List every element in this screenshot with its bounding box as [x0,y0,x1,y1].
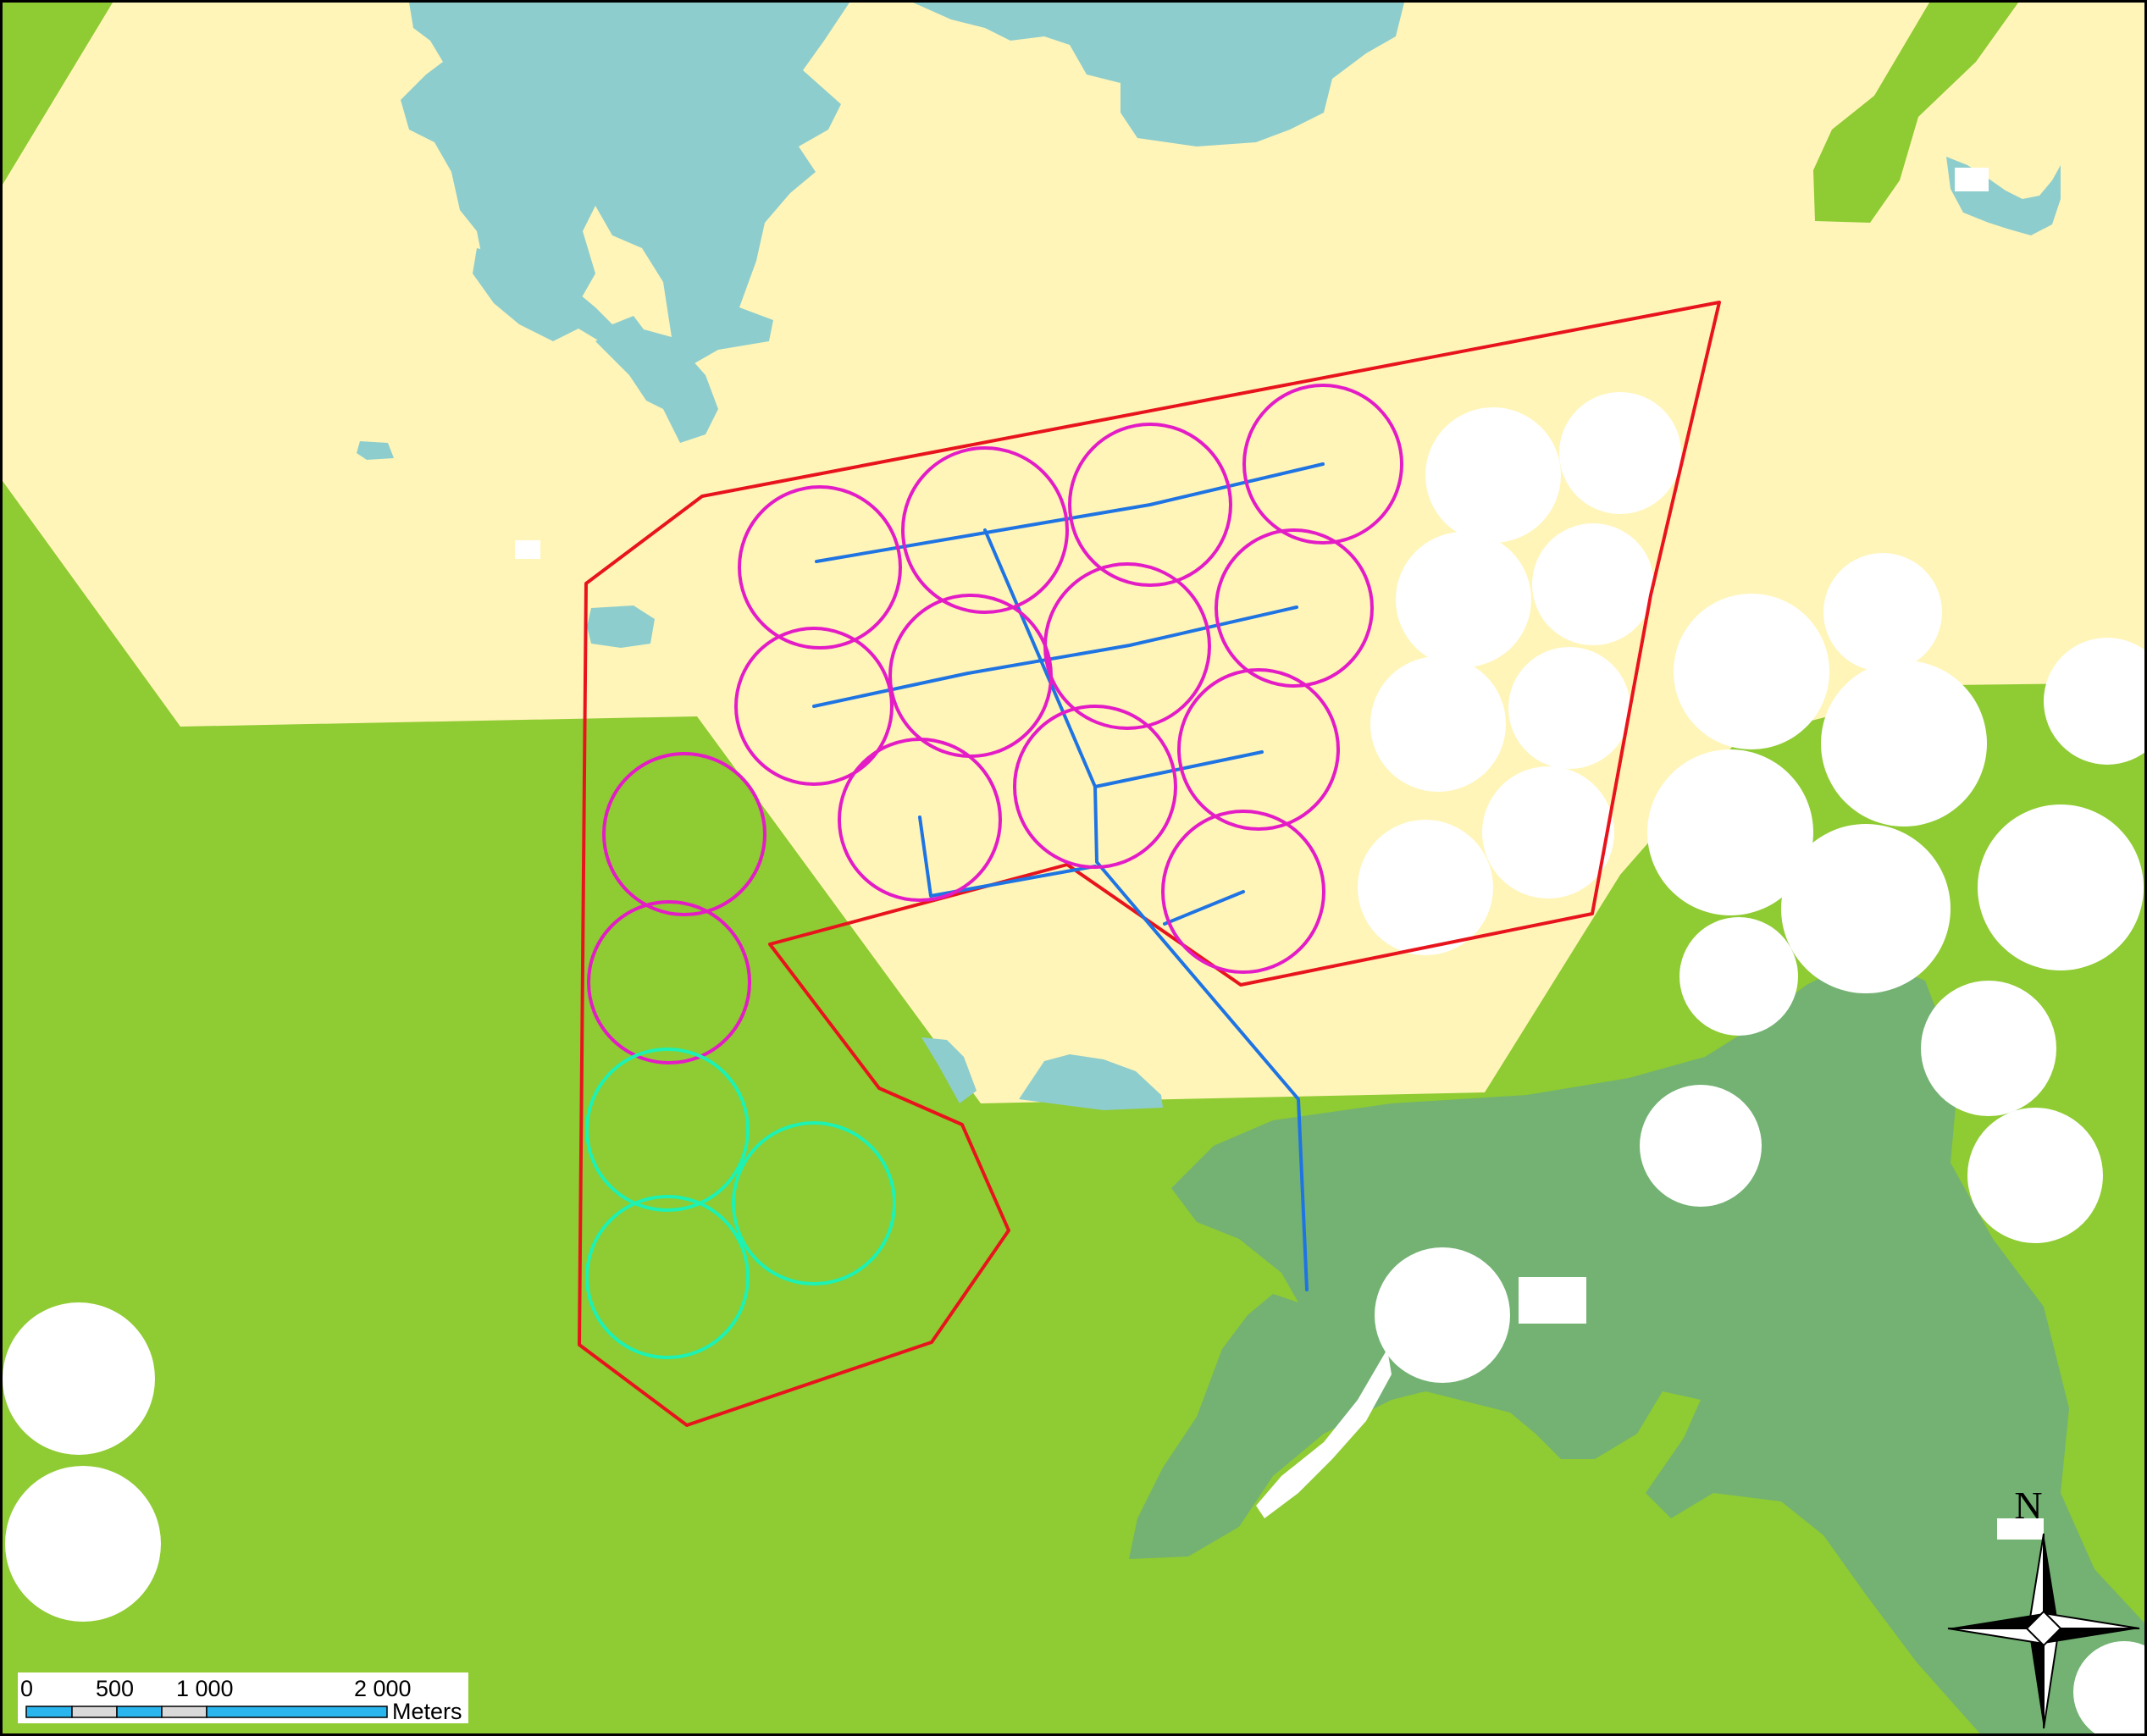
turbine-circle [738,485,902,650]
turbine-circle-alternative [585,1195,750,1359]
forest-area-north-west [3,3,113,185]
turbine-circle [1161,810,1325,974]
scale-segment [161,1706,208,1718]
cable-route [983,528,1309,1291]
project-boundary-layer [578,301,1721,1427]
clearing-area [1425,407,1561,543]
clearing-area [3,1302,155,1455]
clearing-area [1978,804,2144,970]
clearing-area [1358,820,1493,955]
lake-north-center [913,3,1404,147]
lake-north-arm [595,324,718,443]
turbine-circle [734,627,894,786]
project-boundary-north [578,301,1721,1427]
scale-label-1000: 1 000 [176,1676,234,1701]
clearing-patch [515,540,540,559]
turbine-circle [1215,528,1374,688]
clearing-area [1967,1108,2103,1243]
cable-route [1163,890,1245,926]
clearing-patch [1955,168,1989,191]
clearing-area [1508,647,1630,769]
clearing-area [2044,638,2144,765]
scale-label-2000: 2 000 [354,1676,412,1701]
pond-small-west [357,441,394,460]
pond-south-center-2 [1019,1054,1163,1110]
clearing-area [1559,392,1681,514]
north-arrow-center [2025,1610,2062,1647]
clearing-area [1823,553,1942,672]
north-arrow-east-black [2044,1628,2139,1644]
clearing-area [1674,594,1829,749]
scale-label-0: 0 [20,1676,33,1701]
clearing-area [1640,1085,1762,1207]
cable-route [815,462,1325,563]
clearing-area [1375,1247,1510,1383]
turbine-circle [587,900,751,1064]
turbine-circle-alternative [732,1121,896,1285]
clearing-area [1647,749,1813,915]
clearing-area [1396,532,1531,667]
scale-segment [116,1706,163,1718]
cable-route [1093,750,1264,788]
clearing-area [1532,523,1654,645]
water-layer [357,3,2061,1110]
clearing-area [1921,981,2056,1116]
turbine-circle-alternative [585,1048,750,1212]
turbine-circle [1068,423,1232,587]
turbine-circle [901,446,1069,614]
north-arrow-south-black [2028,1628,2044,1728]
clearing-patch [1519,1277,1586,1324]
turbine-circle [1013,705,1177,869]
scale-segment [25,1706,73,1718]
north-arrow-west-black [1948,1613,2044,1628]
wetland-forest-area [1129,955,2144,1733]
clearing-area [2073,1641,2144,1733]
clearing-layer [3,168,2144,1733]
clearing-area [1679,917,1798,1036]
pond-west [587,605,655,648]
north-label: N [2014,1484,2042,1527]
clearing-area [1482,766,1614,898]
clearing-area [1370,656,1506,792]
turbine-circle [602,752,766,916]
turbine-layer [585,384,1403,1359]
turbine-circle [838,738,1002,902]
turbine-circle [1177,668,1340,831]
clearing-strip [1256,1349,1392,1518]
turbine-circle [1043,562,1211,730]
pond-south-center [921,1037,977,1103]
scale-segment [71,1706,118,1718]
forest-area-north-east [1813,3,2018,223]
scale-bar: 0 500 1 000 2 000 Meters [18,1672,468,1724]
map-canvas[interactable]: 0 500 1 000 2 000 Meters N [3,3,2147,1736]
clearing-area [1781,824,1951,993]
scale-segment [206,1706,388,1718]
scale-unit-label: Meters [392,1699,462,1724]
lake-north-west-lobe [473,248,646,350]
cable-route [918,815,1097,898]
clearing-patch [1997,1518,2044,1540]
clearing-area [1821,661,1987,827]
clearing-area [5,1466,161,1622]
turbine-circle [1242,384,1403,545]
north-arrow-north-black [2044,1534,2059,1628]
north-arrow: N [1947,1484,2140,1729]
scale-label-500: 500 [96,1676,134,1701]
